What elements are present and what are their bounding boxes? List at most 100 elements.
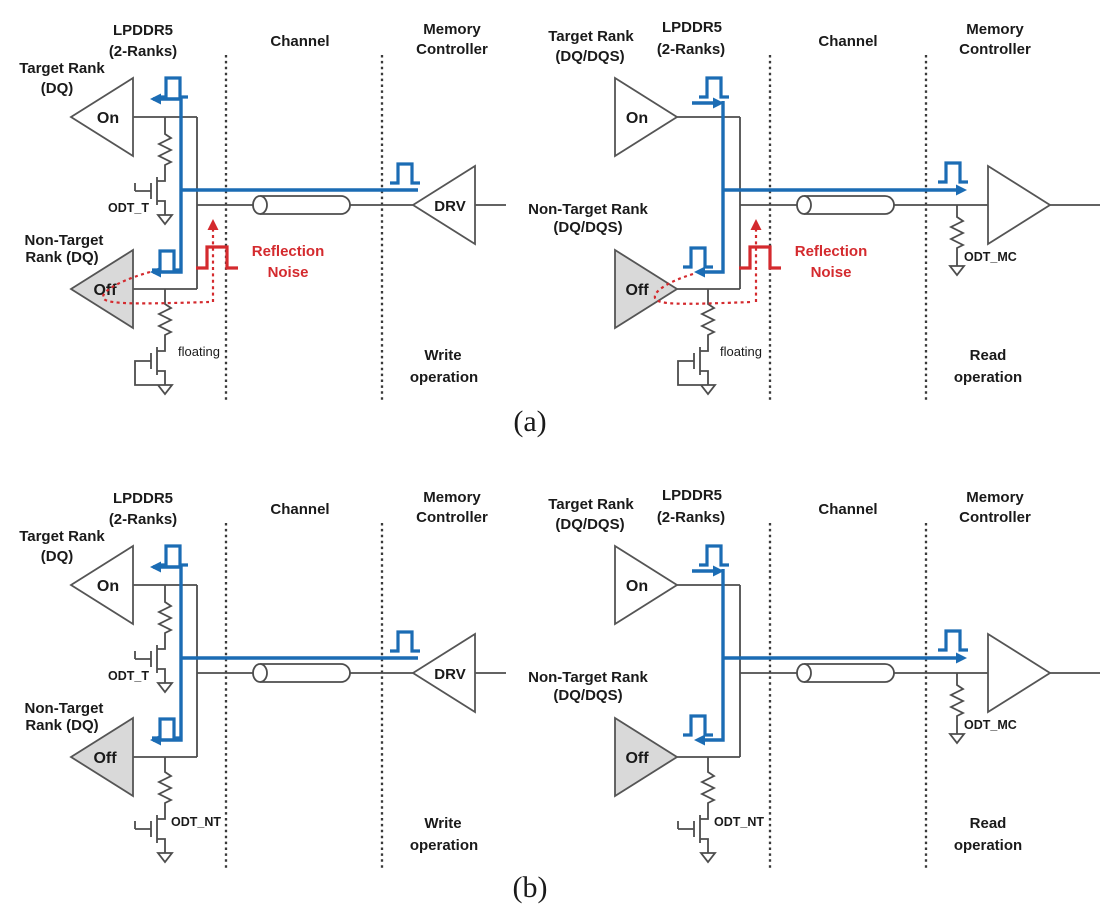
channel-label: Channel (818, 501, 877, 518)
floating-label: floating (720, 344, 762, 359)
reflection-noise-label: Reflection (795, 243, 868, 260)
noise-arrow-icon (207, 219, 219, 230)
memory-controller-label: Memory (423, 21, 481, 38)
signal-arrow-icon (956, 652, 967, 664)
target-rank-label: Target Rank (19, 60, 105, 77)
operation-label: operation (410, 369, 478, 386)
device-label: LPDDR5 (113, 22, 173, 39)
channel-label: Channel (818, 33, 877, 50)
pulse-icon (150, 717, 184, 740)
signal-arrow-icon (150, 93, 161, 105)
pulse-icon (936, 629, 970, 652)
memory-controller-label: Controller (416, 509, 488, 526)
wires (133, 116, 506, 345)
panel-write-b: LPDDR5 (2-Ranks) Channel Memory Controll… (19, 489, 506, 868)
pulse-icon (681, 246, 715, 269)
channel-label: Channel (270, 501, 329, 518)
noise-pulse-icon (194, 245, 240, 270)
odt-t-resistor (158, 129, 172, 169)
non-target-rank-label: (DQ/DQS) (553, 687, 622, 704)
buffer-off-label: Off (93, 282, 117, 299)
target-rank-label: (DQ/DQS) (555, 48, 624, 65)
ground-icon (949, 733, 965, 744)
odt-t-resistor (158, 597, 172, 637)
drv-label: DRV (434, 198, 465, 215)
pulse-icon (681, 714, 715, 737)
non-target-resistor (701, 299, 715, 339)
target-rank-label: Target Rank (19, 528, 105, 545)
panel-write-a: LPDDR5 (2-Ranks) Channel Memory Controll… (19, 21, 506, 400)
panel-read-b: Target Rank (DQ/DQS) LPDDR5 (2-Ranks) Ch… (528, 487, 1100, 868)
signal-trace (681, 76, 970, 278)
memory-controller-label: Memory (966, 489, 1024, 506)
memory-controller-label: Controller (416, 41, 488, 58)
odt-t-label: ODT_T (108, 669, 149, 683)
floating-label: floating (178, 344, 220, 359)
signal-trace (681, 544, 970, 746)
odt-t-transistor (134, 642, 173, 693)
device-label: (2-Ranks) (657, 41, 725, 58)
target-rank-label: (DQ/DQS) (555, 516, 624, 533)
reflection-noise-label: Noise (268, 264, 309, 281)
memory-controller-label: Controller (959, 41, 1031, 58)
signal-arrow-icon (694, 266, 705, 278)
non-target-rank-label: Rank (DQ) (25, 249, 98, 266)
mc-receiver (987, 165, 1051, 245)
operation-label: operation (954, 369, 1022, 386)
memory-controller-label: Controller (959, 509, 1031, 526)
signal-arrow-icon (694, 734, 705, 746)
noise-arrow-icon (750, 219, 762, 230)
memory-controller-label: Memory (966, 21, 1024, 38)
device-label: LPDDR5 (113, 490, 173, 507)
pulse-icon (697, 544, 731, 567)
reflection-noise: Reflection Noise (653, 219, 868, 305)
odt-nt-resistor (158, 767, 172, 807)
signal-arrow-icon (956, 184, 967, 196)
target-rank-label: (DQ) (41, 80, 74, 97)
odt-t-label: ODT_T (108, 201, 149, 215)
target-rank-label: Target Rank (548, 28, 634, 45)
target-rank-label: (DQ) (41, 548, 74, 565)
wires (677, 116, 1100, 345)
non-target-rank-label: (DQ/DQS) (553, 219, 622, 236)
device-label: LPDDR5 (662, 19, 722, 36)
operation-label: operation (410, 837, 478, 854)
odt-nt-resistor (701, 767, 715, 807)
floating-transistor (677, 344, 716, 395)
wires (677, 584, 1100, 813)
odt-mc-label: ODT_MC (964, 250, 1017, 264)
non-target-rank-label: Non-Target Rank (528, 669, 648, 686)
odt-mc-label: ODT_MC (964, 718, 1017, 732)
buffer-on-label: On (97, 110, 119, 127)
device-label: (2-Ranks) (109, 43, 177, 60)
non-target-rank-label: Non-Target Rank (528, 201, 648, 218)
odt-mc-resistor (950, 212, 964, 252)
mc-receiver (987, 633, 1051, 713)
operation-label: Read (970, 347, 1007, 364)
pulse-icon (388, 630, 422, 653)
odt-nt-label: ODT_NT (171, 815, 221, 829)
odt-nt-transistor (677, 812, 716, 863)
channel-transmission-line (796, 195, 895, 215)
floating-transistor (134, 344, 173, 395)
buffer-on-label: On (97, 578, 119, 595)
device-label: LPDDR5 (662, 487, 722, 504)
buffer-off-label: Off (93, 750, 117, 767)
signal-arrow-icon (150, 561, 161, 573)
noise-pulse-icon (737, 245, 783, 270)
channel-transmission-line (252, 663, 351, 683)
reflection-noise-label: Reflection (252, 243, 325, 260)
drv-label: DRV (434, 666, 465, 683)
channel-transmission-line (252, 195, 351, 215)
pulse-icon (388, 162, 422, 185)
memory-controller-label: Memory (423, 489, 481, 506)
buffer-off-label: Off (625, 750, 649, 767)
pulse-icon (156, 76, 190, 99)
non-target-resistor (158, 299, 172, 339)
caption-a: (a) (513, 405, 546, 438)
non-target-rank-label: Non-Target (25, 700, 104, 717)
odt-nt-transistor (134, 812, 173, 863)
buffer-on-label: On (626, 578, 648, 595)
